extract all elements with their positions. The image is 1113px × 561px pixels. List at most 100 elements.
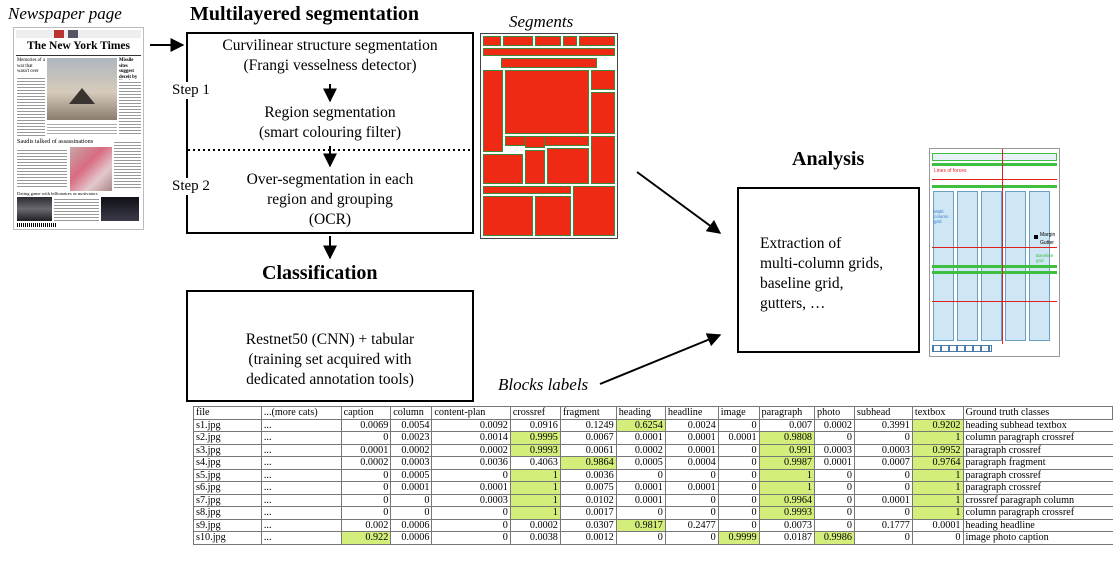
table-cell: 0	[853, 468, 913, 482]
table-cell: paragraph fragment	[962, 456, 1113, 470]
table-header-cell: fragment	[559, 406, 617, 420]
table-cell: 0.0001	[664, 481, 719, 495]
table-cell: 0.0003	[431, 493, 511, 507]
table-header-cell: crossref	[509, 406, 561, 420]
table-cell: 0.1777	[853, 518, 913, 532]
table-cell: 0	[853, 481, 913, 495]
seg-text-6: region and grouping	[267, 191, 393, 208]
table-header-cell: photo	[814, 406, 855, 420]
table-cell: 0	[664, 468, 719, 482]
table-cell: 0	[814, 518, 855, 532]
table-cell: 0	[390, 493, 433, 507]
table-cell: s6.jpg	[193, 481, 262, 495]
table-cell: 0.9995	[509, 431, 561, 445]
table-cell: 0.0038	[509, 531, 561, 545]
arrow-segments-to-analysis	[636, 171, 722, 234]
table-cell: 0.0036	[559, 468, 617, 482]
table-cell: 0	[664, 506, 719, 520]
table-header-cell: textbox	[911, 406, 964, 420]
newspaper-headline-mid: Saudis talked of assassinations	[17, 138, 94, 145]
table-cell: 0	[340, 468, 392, 482]
table-cell: ...	[260, 506, 342, 520]
newspaper-page-label: Newspaper page	[8, 4, 122, 23]
table-cell: heading headline	[962, 518, 1113, 532]
table-cell: 0	[717, 493, 760, 507]
table-cell: 0	[431, 531, 511, 545]
table-cell: 0	[431, 468, 511, 482]
analysis-text-3: baseline grid,	[760, 275, 844, 292]
table-cell: 0.0014	[431, 431, 511, 445]
table-cell: column paragraph crossref	[962, 431, 1113, 445]
table-cell: 0	[814, 506, 855, 520]
table-cell: 0	[717, 468, 760, 482]
table-cell: 0.0004	[664, 456, 719, 470]
table-cell: 0	[717, 481, 760, 495]
table-cell: 0.0002	[509, 518, 561, 532]
classification-title: Classification	[262, 262, 378, 284]
baseline-grid-label: Baseline grid	[1036, 253, 1054, 263]
table-cell: 0.0001	[615, 481, 666, 495]
table-cell: 0	[717, 418, 760, 432]
table-cell: 0.0006	[390, 518, 433, 532]
table-cell: s10.jpg	[193, 531, 262, 545]
classification-box	[186, 290, 474, 402]
table-cell: ...	[260, 431, 342, 445]
segments-label: Segments	[509, 12, 574, 31]
table-cell: 0.9864	[559, 456, 617, 470]
table-cell: 0	[853, 531, 913, 545]
table-header-cell: ...(more cats)	[260, 406, 342, 420]
table-cell: 0	[390, 506, 433, 520]
table-cell: 0.0075	[559, 481, 617, 495]
table-cell: 0	[814, 493, 855, 507]
table-cell: 0	[340, 506, 392, 520]
table-cell: heading subhead textbox	[962, 418, 1113, 432]
table-cell: 0.0002	[814, 418, 855, 432]
table-cell: 1	[911, 481, 964, 495]
table-cell: paragraph crossref	[962, 443, 1113, 457]
table-cell: 0	[615, 506, 666, 520]
table-cell: 0.0001	[664, 431, 719, 445]
class-text-1: Restnet50 (CNN) + tabular	[245, 331, 415, 348]
table-header-cell: image	[717, 406, 760, 420]
table-cell: 1	[911, 506, 964, 520]
table-cell: 0	[340, 481, 392, 495]
table-cell: 1	[509, 468, 561, 482]
table-cell: 0.0102	[559, 493, 617, 507]
table-cell: 0	[431, 506, 511, 520]
table-cell: s7.jpg	[193, 493, 262, 507]
table-header-cell: paragraph	[758, 406, 816, 420]
seg-text-2: (Frangi vesselness detector)	[243, 57, 417, 74]
table-cell: 1	[911, 431, 964, 445]
analysis-title: Analysis	[792, 148, 865, 170]
table-cell: 0.0012	[559, 531, 617, 545]
table-header-cell: file	[193, 406, 262, 420]
table-cell: ...	[260, 456, 342, 470]
table-cell: 1	[509, 481, 561, 495]
table-cell: 0	[340, 493, 392, 507]
table-cell: 0.0916	[509, 418, 561, 432]
table-cell: 0.0307	[559, 518, 617, 532]
table-cell: 0.9986	[814, 531, 855, 545]
table-cell: 0.0036	[431, 456, 511, 470]
table-cell: 0.9764	[911, 456, 964, 470]
table-cell: ...	[260, 443, 342, 457]
table-cell: 0.2477	[664, 518, 719, 532]
table-cell: 0	[814, 431, 855, 445]
table-cell: 0.0187	[758, 531, 816, 545]
table-cell: s1.jpg	[193, 418, 262, 432]
multi-column-grid-label: Multi column grid	[934, 209, 949, 224]
table-cell: 0.0061	[559, 443, 617, 457]
analysis-figure: Lines of forces Multi column grid Margin…	[929, 148, 1060, 357]
step1-label: Step 1	[171, 82, 211, 99]
analysis-text-2: multi-column grids,	[760, 255, 884, 272]
table-cell: 0.9817	[615, 518, 666, 532]
table-cell: 0.9808	[758, 431, 816, 445]
table-cell: 0.922	[340, 531, 392, 545]
table-cell: 0	[911, 531, 964, 545]
class-text-3: dedicated annotation tools)	[246, 371, 414, 388]
